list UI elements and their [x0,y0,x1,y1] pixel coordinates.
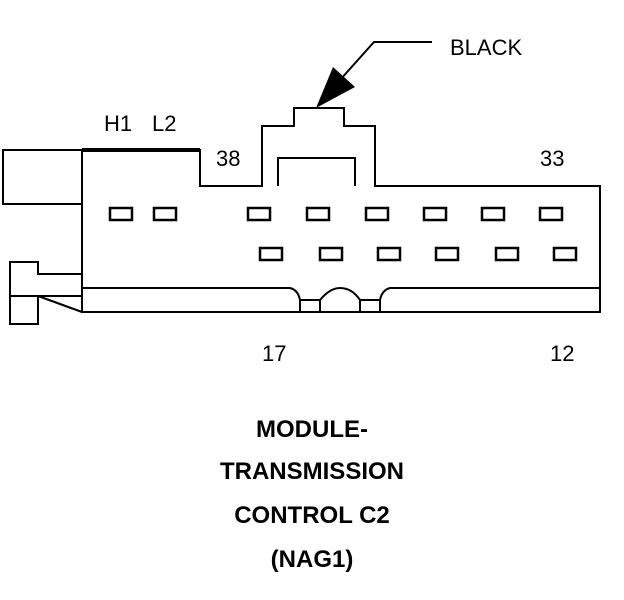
label-l2: L2 [152,111,177,136]
cavity [246,206,272,222]
connector-housing [81,107,601,313]
cavity [376,246,402,262]
color-label: BLACK [450,35,523,60]
caption-line-4: (NAG1) [270,546,354,573]
caption-line-1: MODULE- [256,416,368,443]
caption-line-2: TRANSMISSION [219,458,404,485]
cavity [152,206,178,222]
cavity [480,206,506,222]
cavity [494,246,520,262]
leader-line [339,41,432,81]
cavity [305,206,331,222]
caption-line-3: CONTROL C2 [234,502,390,529]
cavity [422,206,448,222]
cavity [538,206,564,222]
cavity [108,206,134,222]
pin-12-label: 12 [550,341,575,366]
pin-17-label: 17 [262,341,287,366]
pin-38-label: 38 [216,146,241,171]
arrow-head [316,67,355,108]
lock-tab [277,157,356,186]
cavity [258,246,284,262]
mounting-ear [9,261,83,325]
cavity [434,246,460,262]
cavity [552,246,578,262]
cavity [364,206,390,222]
label-h1: H1 [104,111,133,136]
pin-33-label: 33 [540,146,565,171]
lower-rail [82,286,600,301]
cavity [318,246,344,262]
side-latch [2,149,83,205]
